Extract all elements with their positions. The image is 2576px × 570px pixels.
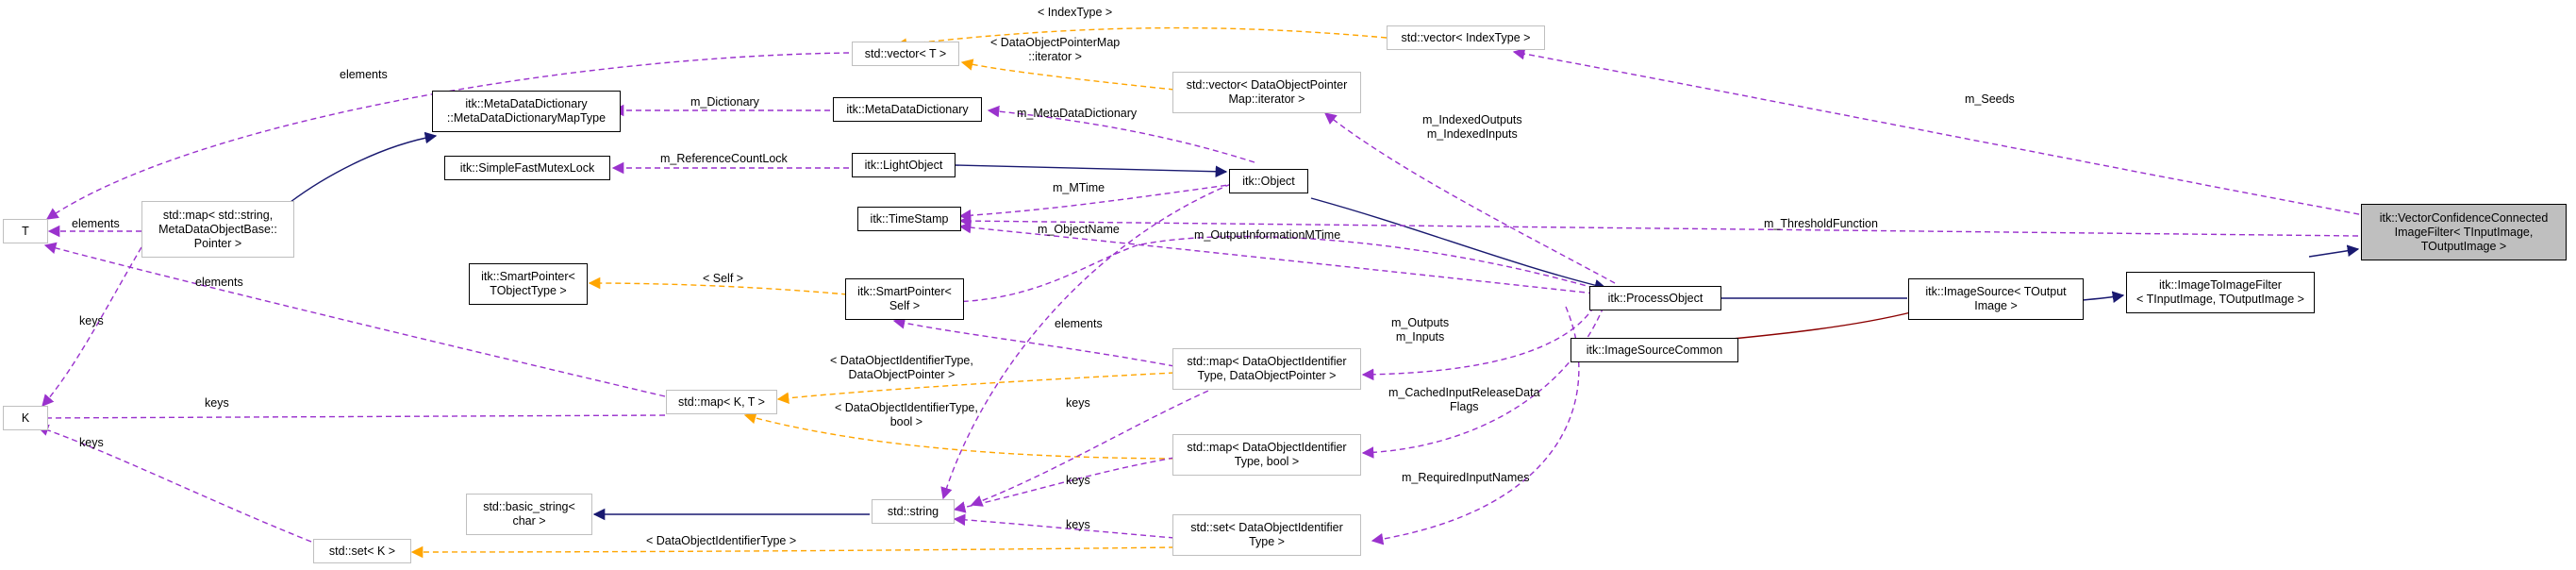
label-m-referencecountlock: m_ReferenceCountLock	[660, 152, 788, 165]
label-elements-vect: elements	[340, 68, 388, 81]
edge-use-mapdoip-str	[970, 386, 1218, 507]
node-time-stamp[interactable]: itk::TimeStamp	[857, 207, 961, 231]
edge-inherit-isrc-itif	[2082, 291, 2125, 303]
node-set-K[interactable]: std::set< K >	[313, 539, 411, 563]
edge-tmpl-vecdopm-vect	[960, 59, 1175, 91]
label-indextype: < IndexType >	[1038, 6, 1113, 19]
node-simple-fast-mutex-lock[interactable]: itk::SimpleFastMutexLock	[444, 156, 610, 180]
node-vector-indextype[interactable]: std::vector< IndexType >	[1387, 25, 1545, 50]
node-K[interactable]: K	[3, 406, 48, 430]
edge-inherit-itif-vccif	[2308, 244, 2360, 258]
label-self: < Self >	[703, 272, 744, 285]
label-m-outputinformationmtime: m_OutputInformationMTime	[1194, 228, 1341, 242]
label-keys-str-2: keys	[1066, 474, 1090, 487]
label-m-objectname: m_ObjectName	[1038, 223, 1120, 236]
edge-use-mapdoip-spself	[892, 317, 1175, 367]
node-light-object[interactable]: itk::LightObject	[852, 153, 956, 177]
node-image-to-image-filter[interactable]: itk::ImageToImageFilter < TInputImage, T…	[2126, 272, 2315, 313]
node-map-dataobjectidentifier-dataobjectpointer[interactable]: std::map< DataObjectIdentifier Type, Dat…	[1172, 348, 1361, 390]
label-keys-str-3: keys	[1066, 518, 1090, 531]
edge-use-vect-T	[45, 52, 850, 220]
edge-use-obj-str	[940, 183, 1232, 500]
node-meta-data-dictionary[interactable]: itk::MetaDataDictionary	[833, 97, 982, 122]
node-map-K-T[interactable]: std::map< K, T >	[666, 390, 777, 414]
node-std-string[interactable]: std::string	[872, 499, 955, 524]
edge-use-mapdoib-str	[953, 457, 1175, 513]
edge-inherit-lo-obj	[954, 164, 1228, 178]
node-image-source-common[interactable]: itk::ImageSourceCommon	[1571, 338, 1738, 362]
edge-use-po-ts	[958, 221, 1604, 295]
edge-use-vccif-vecidx	[1512, 47, 2416, 226]
edge-use-obj-ts	[958, 183, 1237, 222]
node-vector-T[interactable]: std::vector< T >	[852, 42, 959, 66]
node-map-string-metadataobjectbase[interactable]: std::map< std::string, MetaDataObjectBas…	[141, 201, 294, 258]
edge-inherit-mapstr-mddmt	[290, 131, 438, 203]
edge-use-po-spself	[949, 235, 1604, 309]
edge-tmpl-spself-spt	[588, 277, 848, 295]
label-dopm-iterator: < DataObjectPointerMap::iterator >	[990, 36, 1121, 63]
edge-tmpl-vecidx-vect	[894, 26, 1388, 50]
label-elements-mapstr: elements	[72, 217, 120, 230]
node-T[interactable]: T	[3, 219, 48, 243]
label-m-seeds: m_Seeds	[1965, 92, 2015, 106]
label-doi-bool: < DataObjectIdentifierType,bool >	[835, 401, 978, 428]
edge-use-mapkt-T	[43, 242, 666, 397]
node-process-object[interactable]: itk::ProcessObject	[1589, 286, 1721, 310]
edge-use-mapkt-K	[32, 411, 666, 425]
label-m-dictionary: m_Dictionary	[690, 95, 759, 109]
edge-use-po-mapdoip	[1361, 306, 1595, 381]
label-elements-mapdoip: elements	[1055, 317, 1103, 330]
label-keys-setk: keys	[79, 436, 104, 449]
node-basic-string-char[interactable]: std::basic_string< char >	[466, 494, 592, 535]
node-meta-data-dictionary-map-type[interactable]: itk::MetaDataDictionary ::MetaDataDictio…	[432, 91, 621, 132]
edge-tmpl-setdoi-setk	[410, 545, 1175, 559]
edge-inherit-obj-po	[1310, 197, 1607, 292]
edge-use-setdoi-str	[953, 513, 1175, 539]
node-set-dataobjectidentifier[interactable]: std::set< DataObjectIdentifier Type >	[1172, 514, 1361, 556]
label-doi-pointer: < DataObjectIdentifierType,DataObjectPoi…	[830, 354, 973, 381]
label-m-thresholdfunction: m_ThresholdFunction	[1764, 217, 1878, 230]
edge-use-po-vecdopm	[1324, 112, 1616, 284]
edge-use-vccif-ts	[958, 214, 2359, 237]
label-m-metadatadictionary: m_MetaDataDictionary	[1017, 107, 1138, 120]
label-keys-mapstr: keys	[79, 314, 104, 327]
node-object[interactable]: itk::Object	[1229, 169, 1308, 193]
node-vector-confidence-connected-image-filter: itk::VectorConfidenceConnected ImageFilt…	[2361, 204, 2567, 260]
label-elements-mapkt: elements	[195, 276, 243, 289]
label-m-mtime: m_MTime	[1053, 181, 1105, 194]
label-m-requiredinputnames: m_RequiredInputNames	[1402, 471, 1530, 484]
node-smart-pointer-tobjecttype[interactable]: itk::SmartPointer< TObjectType >	[469, 263, 588, 305]
node-vector-dataobjectpointermap-iterator[interactable]: std::vector< DataObjectPointer Map::iter…	[1172, 72, 1361, 113]
edge-use-obj-mdd	[987, 105, 1255, 163]
node-image-source[interactable]: itk::ImageSource< TOutput Image >	[1908, 278, 2084, 320]
node-smart-pointer-self[interactable]: itk::SmartPointer< Self >	[845, 278, 964, 320]
edge-tmpl-mapdoip-mapkt	[776, 372, 1175, 405]
label-keys-mapkt: keys	[205, 396, 229, 410]
label-keys-str-1: keys	[1066, 396, 1090, 410]
label-doi-type: < DataObjectIdentifierType >	[646, 534, 797, 547]
node-map-dataobjectidentifier-bool[interactable]: std::map< DataObjectIdentifier Type, boo…	[1172, 434, 1361, 476]
edge-use-setk-K	[36, 424, 312, 543]
